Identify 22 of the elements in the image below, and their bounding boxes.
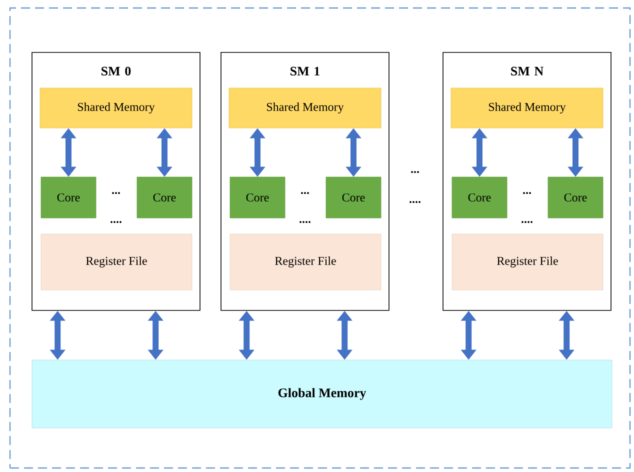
core-box: Core [230, 176, 286, 218]
ellipsis-label: .... [110, 221, 122, 223]
ellipsis-label: ... [523, 192, 531, 194]
ellipsis-label: ... [411, 171, 419, 173]
core-box: Core [452, 176, 508, 218]
ellipsis-label: ... [112, 192, 120, 194]
ellipsis-label: ... [301, 192, 309, 194]
memory-box: Shared Memory [450, 88, 604, 128]
register-file-box: Register File [452, 234, 604, 290]
ellipsis-label: .... [410, 201, 420, 203]
memory-box: Shared Memory [40, 88, 192, 128]
register-file-box: Register File [40, 234, 192, 290]
ellipsis-label: .... [300, 221, 310, 223]
dashed-frame [9, 7, 631, 469]
core-box: Core [136, 176, 192, 218]
ellipsis-label: .... [522, 221, 532, 223]
core-box: Core [40, 176, 96, 218]
register-file-box: Register File [230, 234, 382, 290]
memory-box: Shared Memory [228, 88, 382, 128]
memory-box: Global Memory [32, 360, 612, 428]
core-box: Core [326, 176, 382, 218]
core-box: Core [548, 176, 604, 218]
